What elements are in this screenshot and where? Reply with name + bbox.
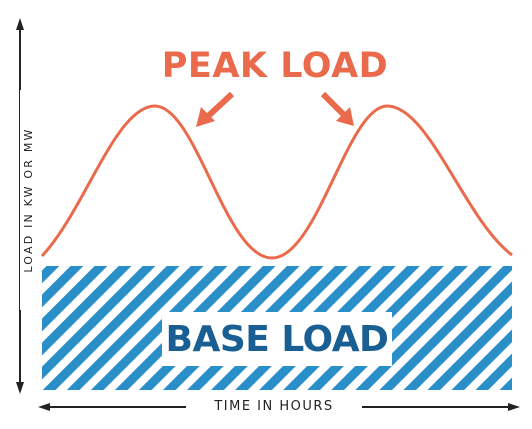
peak-arrow-left [196, 91, 235, 127]
peak-arrow-right [320, 91, 354, 126]
y-axis-label: LOAD IN KW OR MW [20, 90, 38, 310]
peak-load-title: PEAK LOAD [161, 46, 389, 86]
peak-load-curve [40, 104, 513, 260]
x-axis-label: TIME IN HOURS [186, 398, 362, 416]
base-load-label-box: BASE LOAD [162, 312, 392, 366]
base-load-label: BASE LOAD [165, 318, 389, 360]
